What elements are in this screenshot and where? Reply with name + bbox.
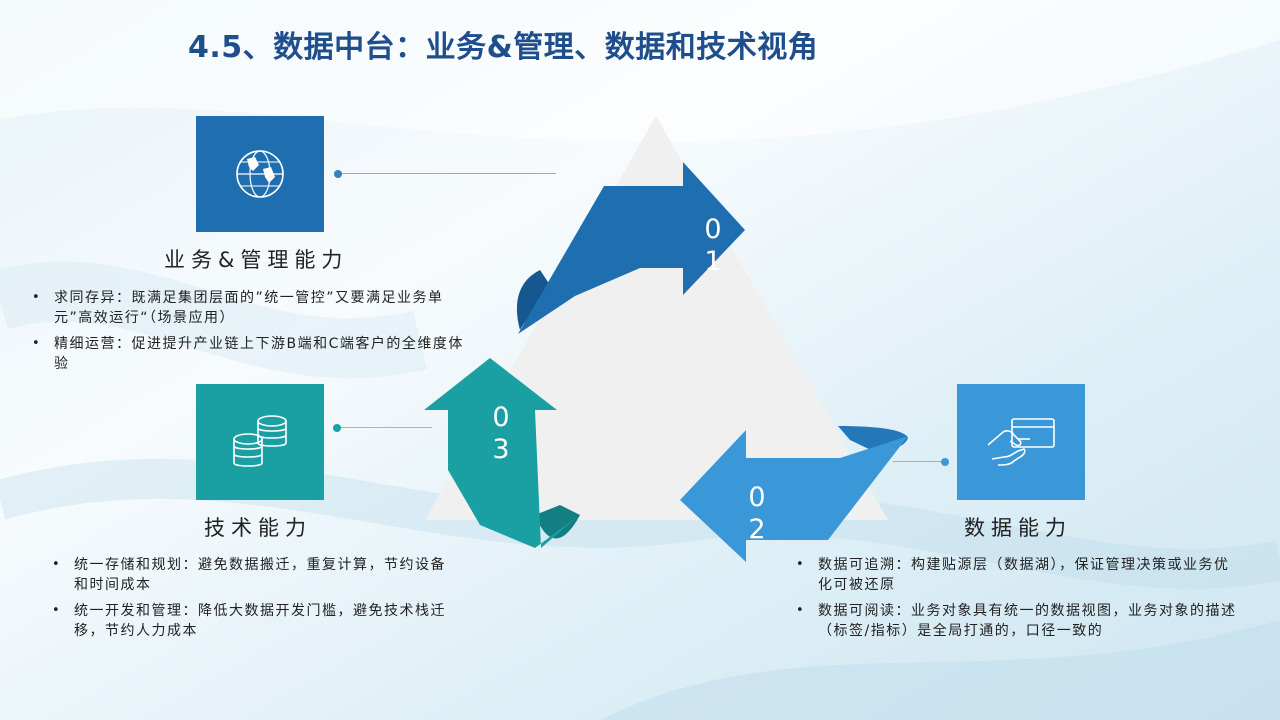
- list-item: 精细运营：促进提升产业链上下游B端和C端客户的全维度体验: [28, 334, 474, 374]
- list-item: 数据可追溯：构建贴源层（数据湖），保证管理决策或业务优化可被还原: [792, 555, 1244, 595]
- data-connector-dot: [941, 458, 949, 466]
- tech-icon-box: [196, 384, 324, 500]
- arrow-03-number: 0 3: [492, 402, 510, 465]
- business-connector-dot: [334, 170, 342, 178]
- arrow-01-number: 0 1: [704, 214, 722, 277]
- page-title: 4.5、数据中台：业务&管理、数据和技术视角: [188, 30, 819, 65]
- data-caption: 数据能力: [964, 516, 1072, 540]
- list-item: 求同存异：既满足集团层面的”统一管控”又要满足业务单元”高效运行“（场景应用）: [28, 288, 474, 328]
- business-icon-box: [196, 116, 324, 232]
- tech-bullets: 统一存储和规划：避免数据搬迁，重复计算，节约设备和时间成本 统一开发和管理：降低…: [48, 555, 458, 647]
- data-icon-box: [957, 384, 1085, 500]
- database-icon: [233, 415, 287, 467]
- tech-caption: 技术能力: [204, 516, 312, 540]
- arrow-03-tail: [535, 505, 580, 539]
- list-item: 数据可阅读：业务对象具有统一的数据视图，业务对象的描述（标签/指标）是全局打通的…: [792, 601, 1244, 641]
- business-connector: [340, 173, 556, 174]
- center-triangle: [425, 116, 888, 520]
- arrow-03: [424, 358, 578, 548]
- arrow-02: [680, 430, 908, 562]
- data-bullets: 数据可追溯：构建贴源层（数据湖），保证管理决策或业务优化可被还原 数据可阅读：业…: [792, 555, 1244, 647]
- arrow-02-number: 0 2: [748, 482, 766, 545]
- tech-connector: [338, 427, 432, 428]
- business-caption: 业务&管理能力: [164, 248, 349, 272]
- tech-connector-dot: [333, 424, 341, 432]
- list-item: 统一开发和管理：降低大数据开发门槛，避免技术栈迁移，节约人力成本: [48, 601, 458, 641]
- list-item: 统一存储和规划：避免数据搬迁，重复计算，节约设备和时间成本: [48, 555, 458, 595]
- business-bullets: 求同存异：既满足集团层面的”统一管控”又要满足业务单元”高效运行“（场景应用） …: [28, 288, 474, 380]
- globe-icon: [236, 150, 284, 198]
- data-connector: [893, 461, 945, 462]
- card-hand-icon: [987, 418, 1055, 466]
- arrow-01: [518, 162, 745, 334]
